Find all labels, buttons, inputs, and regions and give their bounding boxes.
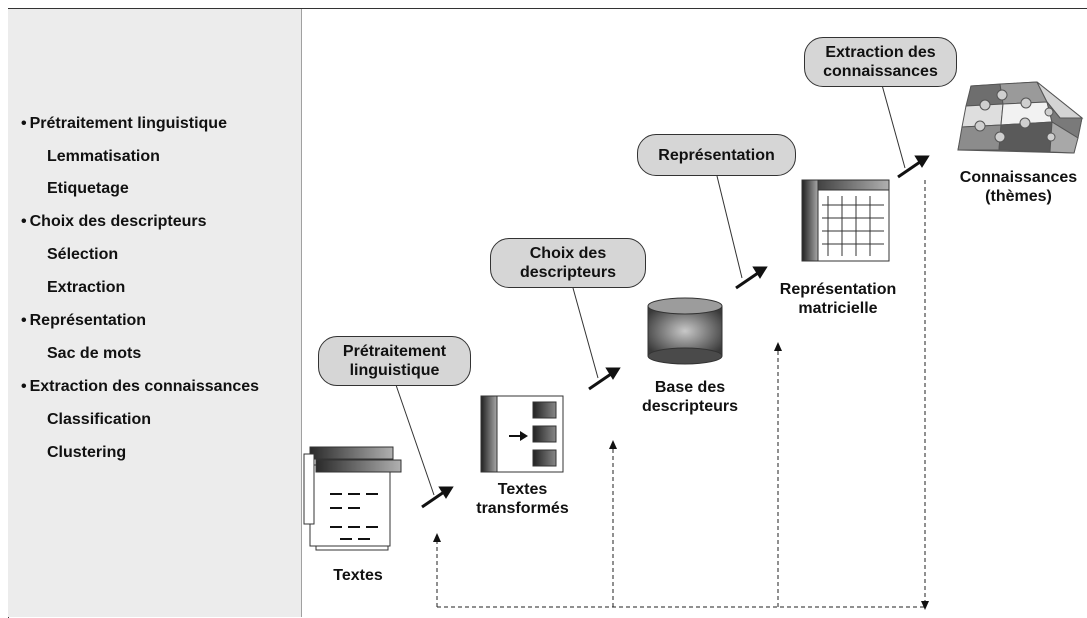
- bullet: •: [21, 115, 27, 132]
- substep-clustering: Clustering: [47, 444, 127, 461]
- bullet: •: [21, 312, 27, 329]
- transformed-texts-icon: [480, 395, 564, 473]
- step-arrows: [421, 155, 930, 509]
- callout-leaders: [395, 84, 906, 496]
- step-representation: •Représentation: [21, 312, 147, 329]
- feedback-arrowheads: [433, 342, 929, 610]
- matrix-icon: [801, 179, 890, 262]
- database-icon: [647, 297, 723, 365]
- feedback-loop: [436, 180, 927, 608]
- substep-sac-de-mots: Sac de mots: [47, 345, 142, 362]
- documents-icon: [303, 446, 402, 551]
- puzzle-icon: [957, 81, 1084, 154]
- substep-selection: Sélection: [47, 246, 119, 263]
- bullet: •: [21, 378, 27, 395]
- substep-lemmatisation: Lemmatisation: [47, 148, 160, 165]
- steps-panel: •Prétraitement linguistique Lemmatisatio…: [8, 9, 302, 617]
- step-choix-descripteurs: •Choix des descripteurs: [21, 213, 207, 230]
- step-pretraitement: •Prétraitement linguistique: [21, 115, 227, 132]
- substep-classification: Classification: [47, 411, 152, 428]
- label-textes: Textes: [333, 567, 383, 584]
- substep-extraction: Extraction: [47, 279, 126, 296]
- callout-representation: Représentation: [637, 134, 796, 176]
- substep-etiquetage: Etiquetage: [47, 180, 129, 197]
- step-extraction-connaissances: •Extraction des connaissances: [21, 378, 260, 395]
- label-connaissances: Connaissances(thèmes): [959, 169, 1078, 205]
- bullet: •: [21, 213, 27, 230]
